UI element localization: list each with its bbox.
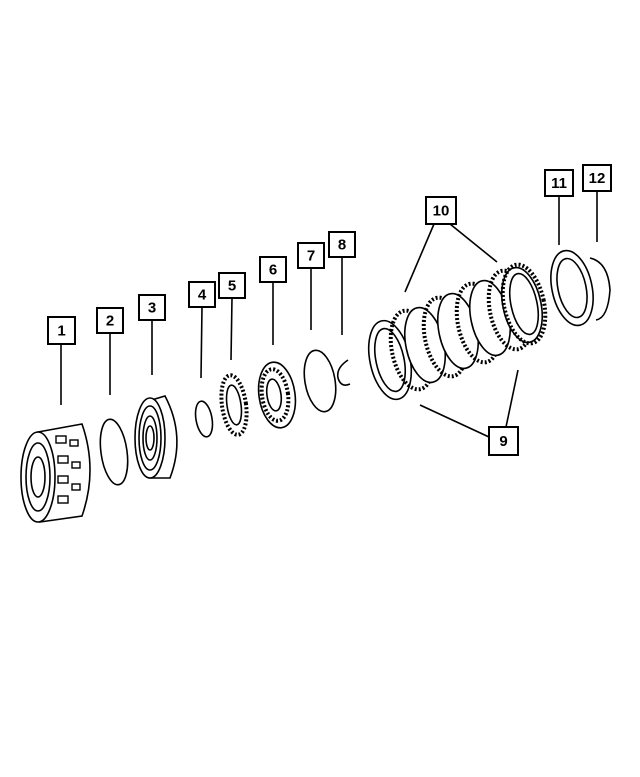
callout-10: 10: [425, 196, 457, 225]
svg-text:10: 10: [433, 203, 450, 220]
part-8-snap-ring: [336, 359, 351, 386]
svg-text:8: 8: [338, 237, 346, 254]
svg-text:5: 5: [228, 278, 236, 295]
callout-11: 11: [544, 169, 574, 197]
callout-7: 7: [297, 242, 325, 269]
parts-9-10-clutch-plates: [367, 262, 548, 401]
callout-5: 5: [218, 272, 246, 299]
part-6-balance-piston: [257, 361, 297, 429]
part-3-piston: [134, 395, 178, 479]
callout-8: 8: [328, 231, 356, 258]
callout-6: 6: [259, 256, 287, 283]
svg-text:6: 6: [269, 262, 277, 279]
svg-text:3: 3: [148, 300, 156, 317]
svg-text:9: 9: [499, 433, 507, 450]
callout-4: 4: [188, 281, 216, 308]
svg-text:11: 11: [551, 175, 567, 192]
svg-text:1: 1: [57, 323, 65, 340]
part-5-spring-retainer: [219, 373, 249, 437]
part-1-clutch-housing: [20, 423, 91, 523]
part-12-snap-ring: [589, 257, 611, 321]
callout-1: 1: [47, 316, 76, 345]
svg-text:12: 12: [589, 170, 606, 187]
callout-2: 2: [96, 307, 124, 334]
callout-3: 3: [138, 294, 166, 321]
part-4-o-ring: [194, 400, 214, 438]
svg-text:4: 4: [198, 287, 207, 304]
callout-9: 9: [488, 426, 519, 456]
callout-12: 12: [582, 164, 612, 192]
part-2-seal: [99, 418, 129, 486]
part-11-pressure-plate: [550, 249, 594, 327]
part-7-seal-ring: [303, 349, 337, 413]
leader-lines: [60, 191, 598, 438]
svg-text:2: 2: [106, 313, 114, 330]
svg-text:7: 7: [307, 248, 315, 265]
